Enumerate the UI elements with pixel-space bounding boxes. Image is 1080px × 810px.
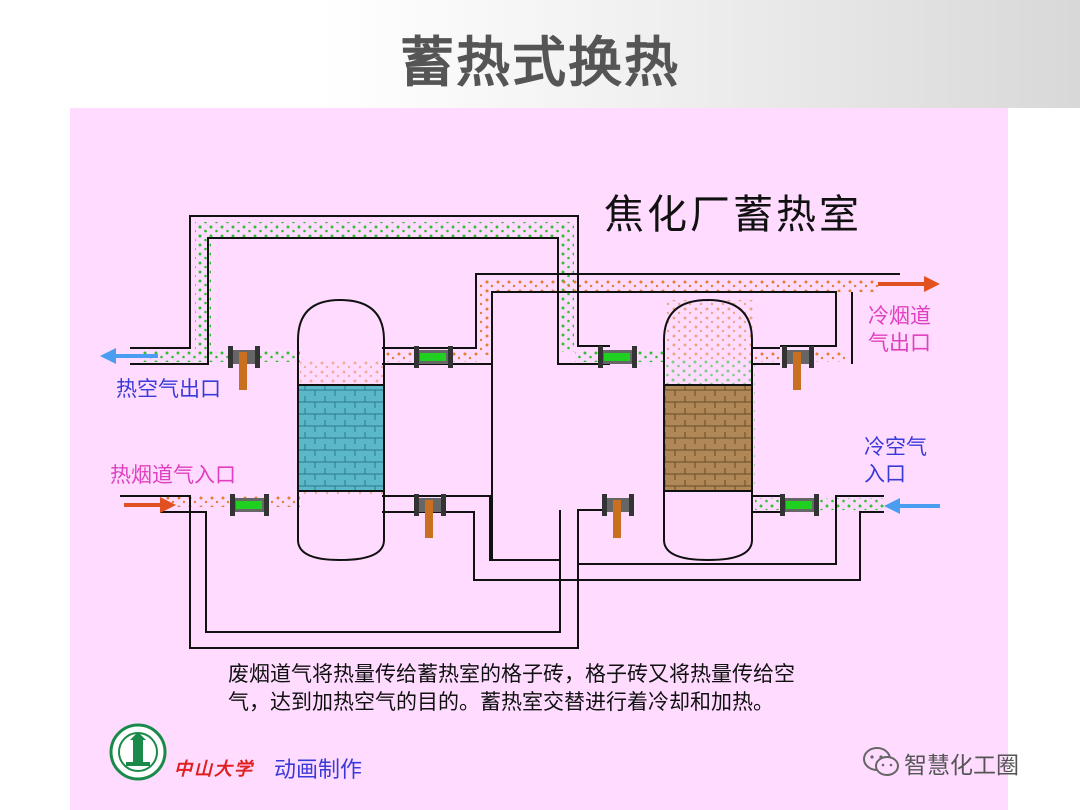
- hot-air-outlet-label: 热空气出口: [116, 377, 221, 401]
- watermark: 智慧化工圈: [904, 753, 1019, 779]
- regenerator-left: [297, 298, 385, 562]
- valve-icon: [782, 346, 814, 390]
- arrow-left-icon: [100, 348, 158, 364]
- animation-credit: 动画制作: [274, 758, 363, 783]
- label-line: 气出口: [868, 331, 931, 355]
- university-logo-icon: [109, 723, 167, 781]
- valve-icon: [414, 494, 446, 538]
- valve-icon: [598, 346, 637, 368]
- valve-icon: [414, 346, 453, 368]
- diagram-title: 焦化厂蓄热室: [604, 192, 862, 238]
- air-flow-particles: [140, 222, 885, 510]
- wechat-icon: [863, 747, 899, 776]
- caption: 废烟道气将热量传给蓄热室的格子砖，格子砖又将热量传给空 气，达到加热空气的目的。…: [228, 660, 795, 716]
- label-line: 入口: [864, 462, 906, 486]
- cold-air-inlet-label: 冷空气 入口: [864, 434, 927, 488]
- flue-gas-particles: [165, 280, 878, 507]
- valve-icon: [602, 494, 634, 538]
- cold-flue-gas-outlet-label: 冷烟道 气出口: [868, 303, 931, 357]
- duct-outlines: [120, 215, 900, 649]
- slide-title: 蓄热式换热: [400, 31, 680, 94]
- label-line: 冷烟道: [868, 304, 931, 328]
- valve-icon: [228, 346, 260, 390]
- valve-icon: [230, 494, 269, 516]
- caption-line: 废烟道气将热量传给蓄热室的格子砖，格子砖又将热量传给空: [228, 662, 795, 686]
- regenerator-right: [663, 298, 753, 562]
- hot-flue-gas-inlet-label: 热烟道气入口: [110, 463, 236, 487]
- caption-line: 气，达到加热空气的目的。蓄热室交替进行着冷却和加热。: [228, 690, 774, 714]
- arrow-right-icon: [124, 497, 176, 513]
- valve-icon: [780, 494, 819, 516]
- title-bar: [0, 0, 1080, 108]
- arrow-left-icon: [884, 498, 940, 514]
- label-line: 冷空气: [864, 435, 927, 459]
- school-name: 中山大学: [174, 759, 254, 780]
- arrow-right-icon: [878, 276, 940, 292]
